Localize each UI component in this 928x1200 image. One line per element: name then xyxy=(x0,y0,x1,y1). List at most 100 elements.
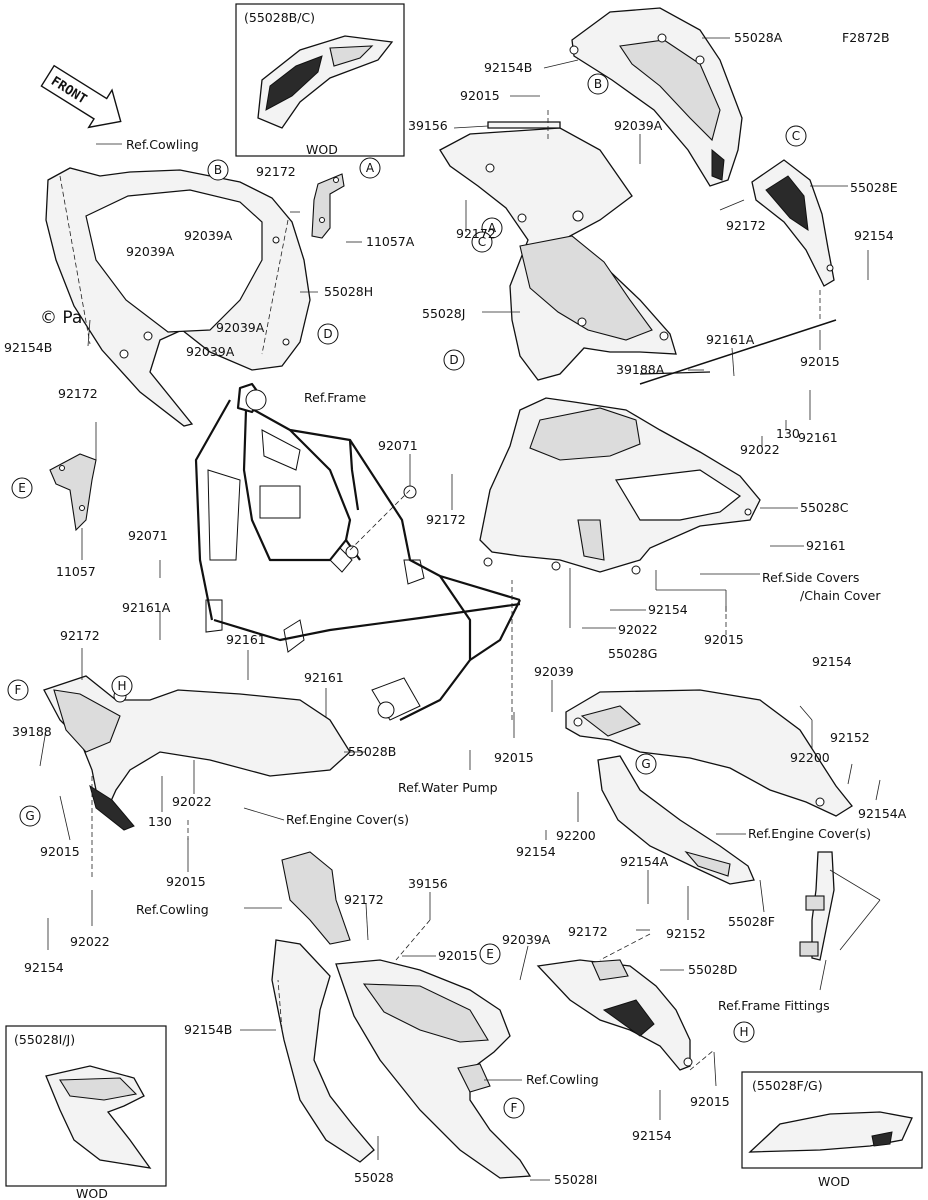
label-39156: 39156 xyxy=(408,876,448,891)
label-55028: 55028 xyxy=(354,1170,394,1185)
label-92154: 92154 xyxy=(24,960,64,975)
svg-text:E: E xyxy=(486,947,494,961)
label-92154: 92154 xyxy=(854,228,894,243)
label-92161: 92161 xyxy=(226,632,266,647)
label-92154b: 92154B xyxy=(184,1022,232,1037)
label-92015: 92015 xyxy=(494,750,534,765)
label-55028h: 55028H xyxy=(324,284,373,299)
inset-55028ij: (55028I/J) WOD xyxy=(5,1025,167,1200)
callout-c: C xyxy=(471,231,493,253)
inset-55028bc: (55028B/C) WOD xyxy=(235,3,405,157)
label-92039a: 92039A xyxy=(184,228,233,243)
part-55028c xyxy=(479,397,761,575)
part-55028e xyxy=(751,159,835,287)
label-92022: 92022 xyxy=(740,442,780,457)
callout-h: H xyxy=(733,1021,755,1043)
part-11057 xyxy=(49,453,97,532)
label-92015: 92015 xyxy=(460,88,500,103)
label-92015: 92015 xyxy=(40,844,80,859)
part-55028 xyxy=(271,851,375,1163)
callout-f: F xyxy=(503,1097,525,1119)
label-92039a: 92039A xyxy=(186,344,235,359)
part-55028h xyxy=(45,167,311,427)
label-92039a: 92039A xyxy=(216,320,265,335)
label-ref-engine-cover: Ref.Engine Cover(s) xyxy=(286,812,409,827)
part-55028j xyxy=(439,127,677,381)
label-55028g: 55028G xyxy=(608,646,657,661)
callout-f: F xyxy=(7,679,29,701)
label-11057: 11057 xyxy=(56,564,96,579)
part-frame-fitting xyxy=(799,851,835,961)
svg-text:C: C xyxy=(792,129,800,143)
inset-title: (55028F/G) xyxy=(752,1078,823,1093)
label-92200: 92200 xyxy=(790,750,830,765)
label-chain-cover: /Chain Cover xyxy=(800,588,881,603)
label-92154: 92154 xyxy=(648,602,688,617)
callout-c: C xyxy=(785,125,807,147)
label-39156: 39156 xyxy=(408,118,448,133)
label-55028a: 55028A xyxy=(734,30,783,45)
label-92172: 92172 xyxy=(726,218,766,233)
figure-code: F2872B xyxy=(842,30,890,45)
part-labels: 55028A 92154B 92015 39156 92039A Ref.Cow… xyxy=(4,30,907,1187)
label-92039a: 92039A xyxy=(614,118,663,133)
label-92152: 92152 xyxy=(830,730,870,745)
label-55028b: 55028B xyxy=(348,744,396,759)
callout-d: D xyxy=(443,349,465,371)
callout-circles: B A B C A C D D E F H G G E H F xyxy=(7,73,807,1119)
label-92154: 92154 xyxy=(516,844,556,859)
label-55028c: 55028C xyxy=(800,500,849,515)
part-39156-top xyxy=(487,121,561,129)
label-11057a: 11057A xyxy=(366,234,415,249)
label-55028f: 55028F xyxy=(728,914,775,929)
part-55028g xyxy=(565,689,853,817)
svg-text:D: D xyxy=(449,353,458,367)
label-ref-cowling: Ref.Cowling xyxy=(126,137,199,152)
label-92071: 92071 xyxy=(378,438,418,453)
label-ref-cowling: Ref.Cowling xyxy=(526,1072,599,1087)
label-55028j: 55028J xyxy=(422,306,465,321)
svg-text:E: E xyxy=(18,481,26,495)
svg-text:D: D xyxy=(323,327,332,341)
label-92154b: 92154B xyxy=(4,340,52,355)
svg-text:H: H xyxy=(117,679,126,693)
inset-caption: WOD xyxy=(306,142,338,157)
inset-caption: WOD xyxy=(818,1174,850,1189)
label-92172: 92172 xyxy=(58,386,98,401)
label-ref-water-pump: Ref.Water Pump xyxy=(398,780,498,795)
label-92172: 92172 xyxy=(568,924,608,939)
label-92161: 92161 xyxy=(798,430,838,445)
label-92039a: 92039A xyxy=(502,932,551,947)
label-92015: 92015 xyxy=(800,354,840,369)
label-92154b: 92154B xyxy=(484,60,532,75)
svg-text:G: G xyxy=(25,809,34,823)
label-92015: 92015 xyxy=(438,948,478,963)
label-92172: 92172 xyxy=(426,512,466,527)
svg-text:B: B xyxy=(594,77,602,91)
svg-text:F: F xyxy=(511,1101,518,1115)
label-55028d: 55028D xyxy=(688,962,737,977)
label-92039a: 92039A xyxy=(126,244,175,259)
svg-text:A: A xyxy=(366,161,375,175)
inset-55028fg: (55028F/G) WOD xyxy=(741,1071,923,1189)
label-92015: 92015 xyxy=(690,1094,730,1109)
label-92200: 92200 xyxy=(556,828,596,843)
svg-text:H: H xyxy=(739,1025,748,1039)
front-arrow-icon: FRONT xyxy=(40,64,122,129)
svg-text:A: A xyxy=(488,221,497,235)
label-55028i: 55028I xyxy=(554,1172,597,1187)
label-92039: 92039 xyxy=(534,664,574,679)
label-92172: 92172 xyxy=(256,164,296,179)
label-92071: 92071 xyxy=(128,528,168,543)
label-92154: 92154 xyxy=(632,1128,672,1143)
motorcycle-frame xyxy=(194,382,521,721)
label-92154a: 92154A xyxy=(858,806,907,821)
svg-text:F: F xyxy=(15,683,22,697)
label-92172: 92172 xyxy=(344,892,384,907)
svg-text:B: B xyxy=(214,163,222,177)
label-92172: 92172 xyxy=(60,628,100,643)
callout-a: A xyxy=(359,157,381,179)
label-92161a: 92161A xyxy=(122,600,171,615)
part-55028a xyxy=(569,7,743,187)
callout-b: B xyxy=(207,159,229,181)
